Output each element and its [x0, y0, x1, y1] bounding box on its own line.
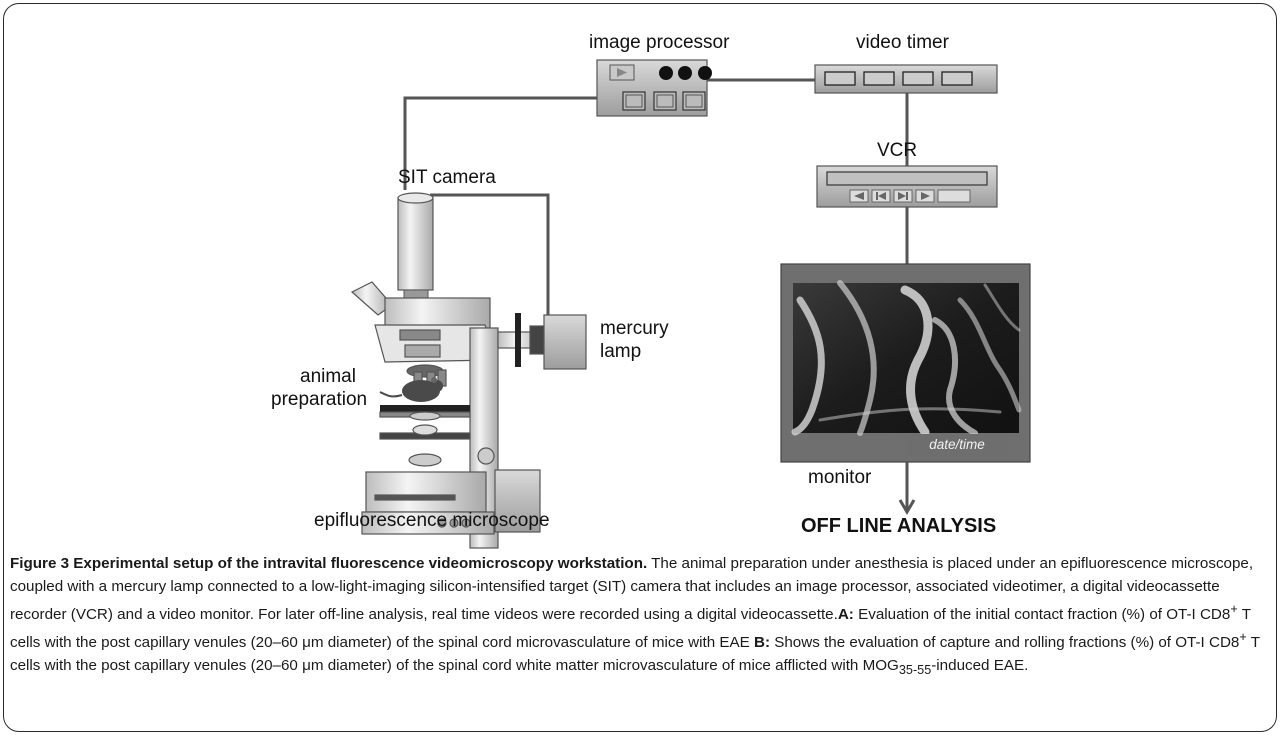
microscope-device — [350, 281, 587, 549]
caption-text-b: Shows the evaluation of capture and roll… — [770, 634, 1240, 652]
animal-preparation-label-line2: preparation — [271, 389, 368, 410]
rewind-icon — [878, 192, 886, 200]
caption-superscript: + — [1239, 630, 1247, 645]
monitor-device — [780, 263, 1031, 515]
caption-text-a2: T cells with the post capillary venules … — [10, 606, 1251, 652]
cable-lines — [403, 78, 909, 315]
caption-subscript: 35-55 — [898, 663, 932, 678]
play-icon — [921, 192, 930, 200]
figure-frame — [3, 3, 1277, 732]
date-time-overlay: date/time — [906, 434, 1008, 456]
mercury-lamp-label-line1: mercury — [600, 318, 669, 339]
caption-text: The animal preparation under anesthesia … — [10, 555, 1254, 624]
play-icon — [617, 68, 627, 77]
offline-analysis-label: OFF LINE ANALYSIS — [801, 515, 997, 537]
sit-camera-device — [397, 192, 434, 299]
video-timer-label: video timer — [856, 32, 949, 53]
cable-processor-camera — [403, 96, 597, 190]
caption-text-b2: T cells with the post capillary venules … — [10, 634, 1260, 675]
vcr-device — [816, 165, 998, 208]
mouse-icon — [379, 377, 443, 402]
vessel-image — [791, 280, 1022, 437]
cable-camera-lamp — [430, 193, 550, 315]
monitor-label: monitor — [808, 467, 872, 488]
play-icon — [854, 192, 864, 200]
skip-icon — [898, 192, 906, 200]
image-processor-device — [596, 59, 712, 117]
caption-text-a: Evaluation of the initial contact fracti… — [853, 606, 1231, 624]
figure-caption: Figure 3 Experimental setup of the intra… — [10, 552, 1268, 682]
microscope-label: epifluorescence microscope — [314, 510, 550, 531]
video-timer-device — [814, 64, 998, 94]
image-processor-label: image processor — [589, 32, 730, 53]
caption-title: Figure 3 Experimental setup of the intra… — [10, 555, 648, 572]
sit-camera-label: SIT camera — [398, 167, 496, 188]
animal-preparation-label-line1: animal — [300, 366, 356, 387]
mercury-lamp-label-line2: lamp — [600, 341, 642, 362]
vcr-label: VCR — [877, 140, 918, 161]
arrow-down-icon — [898, 499, 916, 515]
caption-label-b: B: — [753, 634, 771, 652]
caption-text-b3: -induced EAE. — [931, 657, 1029, 675]
stop-icon — [937, 189, 971, 203]
caption-label-a: A: — [837, 606, 854, 624]
caption-superscript: + — [1230, 602, 1238, 616]
